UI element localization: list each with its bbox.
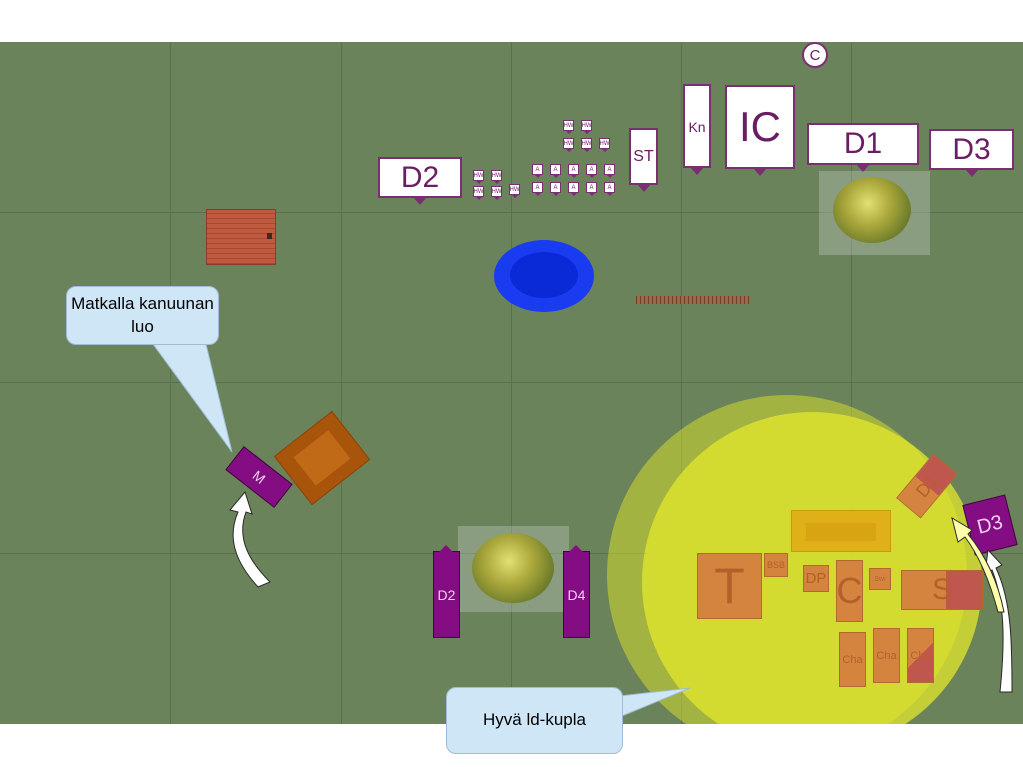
unit-label: D1 <box>843 127 883 160</box>
unit-label: C <box>809 46 821 64</box>
grid-line <box>341 42 342 724</box>
unit-label: ST <box>633 147 654 165</box>
callout-text: Hyvä ld-kupla <box>483 710 586 730</box>
enemy-mini: HW <box>491 186 502 200</box>
unit-label: C <box>836 570 863 611</box>
unit-label: DP <box>805 570 827 587</box>
pond-terrain <box>494 240 594 312</box>
enemy-archer: A <box>550 164 561 178</box>
curved-arrow-icon <box>984 548 1013 693</box>
enemy-mini: HW <box>599 138 610 152</box>
unit-label: D2 <box>400 160 440 194</box>
curved-arrow-icon <box>951 516 1005 613</box>
friendly-unit-c: C <box>836 560 863 622</box>
callout-travel: Matkalla kanuunan luo <box>66 286 219 345</box>
enemy-archer: A <box>604 182 615 196</box>
unit-label: IC <box>739 103 781 150</box>
wall-terrain <box>636 296 749 304</box>
friendly-unit-cha-3: Cha <box>907 628 934 683</box>
enemy-unit-st: ST <box>629 128 658 192</box>
unit-label: Cha <box>910 649 931 662</box>
enemy-archer: A <box>604 164 615 178</box>
friendly-unit-dp: DP <box>803 565 829 592</box>
enemy-mini: HW <box>491 170 502 184</box>
enemy-archer: A <box>568 182 579 196</box>
enemy-archer: A <box>586 164 597 178</box>
friendly-unit-s: S <box>901 570 983 610</box>
unit-label: Cha <box>842 653 863 666</box>
enemy-archer: A <box>586 182 597 196</box>
unit-label: D4 <box>567 586 586 603</box>
grid-line <box>0 212 1023 213</box>
grid-line <box>681 42 682 724</box>
unit-label: Cha <box>876 649 897 662</box>
friendly-unit-t: T <box>697 553 762 619</box>
grid-line <box>170 42 171 724</box>
enemy-mini: HW <box>581 120 592 134</box>
unit-label: D2 <box>437 586 456 603</box>
enemy-mini: HW <box>509 184 520 198</box>
forest-terrain <box>819 171 930 255</box>
enemy-mini: HW <box>563 120 574 134</box>
grid-line <box>851 42 852 724</box>
enemy-unit-d1: D1 <box>807 123 919 172</box>
enemy-archer: A <box>568 164 579 178</box>
enemy-unit-d2: D2 <box>378 157 462 205</box>
orange-block <box>791 510 891 552</box>
game-board: D2 ST Kn IC D1 D3 C HW HW HW HW HW HW HW… <box>0 42 1023 724</box>
unit-label: Kn <box>688 119 706 135</box>
callout-text: Matkalla kanuunan luo <box>71 294 214 336</box>
enemy-mini: HW <box>563 138 574 152</box>
friendly-unit-swi: Swi <box>869 568 891 590</box>
enemy-character-c: C <box>802 42 828 68</box>
unit-label: Swi <box>874 575 886 583</box>
enemy-archer: A <box>532 182 543 196</box>
enemy-archer: A <box>550 182 561 196</box>
unit-label: S <box>931 573 952 606</box>
enemy-unit-ic: IC <box>725 85 795 176</box>
enemy-unit-d3: D3 <box>929 129 1014 177</box>
friendly-unit-d4-tip <box>569 545 583 552</box>
unit-label: BSB <box>766 560 785 570</box>
enemy-mini: HW <box>581 138 592 152</box>
enemy-mini: HW <box>473 170 484 184</box>
curved-arrow-icon <box>229 490 271 588</box>
enemy-mini: HW <box>473 186 484 200</box>
friendly-unit-cha-1: Cha <box>839 632 866 687</box>
unit-label: T <box>714 558 745 614</box>
movement-arrows <box>229 490 1013 693</box>
friendly-unit-cha-2: Cha <box>873 628 900 683</box>
enemy-unit-kn: Kn <box>683 84 711 175</box>
forest-terrain <box>458 526 569 612</box>
friendly-unit-bsb: BSB <box>764 553 788 577</box>
friendly-unit-d2: D2 <box>433 551 460 638</box>
friendly-unit-d2-tip <box>439 545 453 552</box>
grid-line <box>0 382 1023 383</box>
grid-line <box>511 42 512 724</box>
callout-ld-bubble: Hyvä ld-kupla <box>446 687 623 754</box>
unit-label: D3 <box>952 132 991 166</box>
enemy-archer: A <box>532 164 543 178</box>
building-terrain <box>206 209 276 265</box>
